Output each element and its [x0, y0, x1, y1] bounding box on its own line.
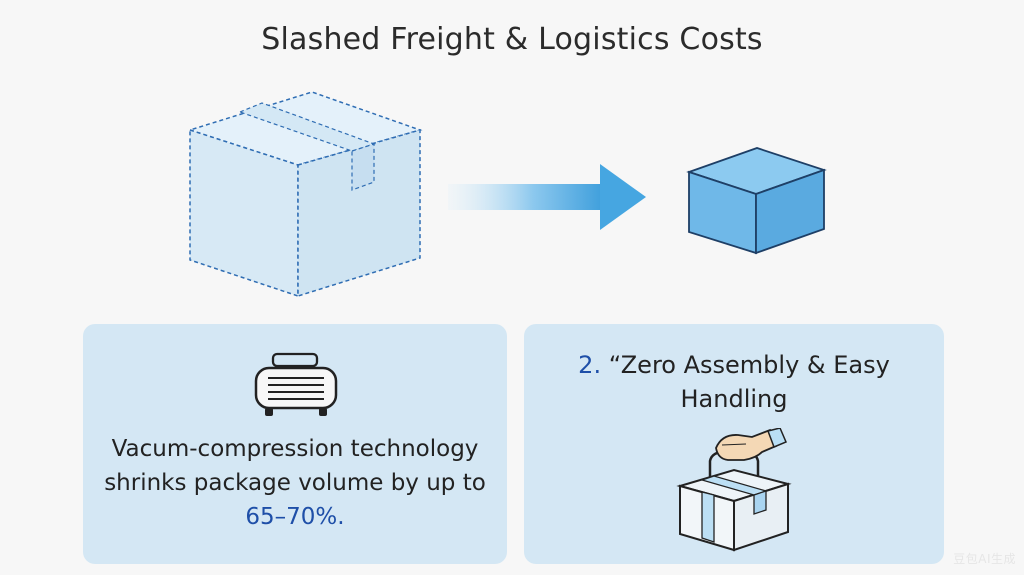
- compressor-icon: [254, 352, 338, 416]
- compression-percentage: 65–70%.: [245, 504, 345, 530]
- compression-description: Vacum-compression technology shrinks pac…: [83, 432, 507, 534]
- box-hand-icon: [676, 428, 792, 552]
- page-title: Slashed Freight & Logistics Costs: [261, 22, 763, 57]
- handling-heading: 2. “Zero Assembly & Easy Handling: [524, 348, 944, 416]
- compression-description-text: Vacum-compression technology shrinks pac…: [104, 436, 486, 496]
- arrow-icon: [448, 164, 646, 230]
- large-box-icon: [187, 91, 423, 298]
- handling-heading-number: 2.: [578, 351, 602, 379]
- compression-illustration: [187, 91, 827, 298]
- small-box-icon: [686, 147, 827, 255]
- watermark-label: 豆包AI生成: [953, 552, 1016, 566]
- compression-card: Vacum-compression technology shrinks pac…: [83, 324, 507, 564]
- handling-card: 2. “Zero Assembly & Easy Handling: [524, 324, 944, 564]
- handling-heading-text: “Zero Assembly & Easy Handling: [608, 351, 890, 413]
